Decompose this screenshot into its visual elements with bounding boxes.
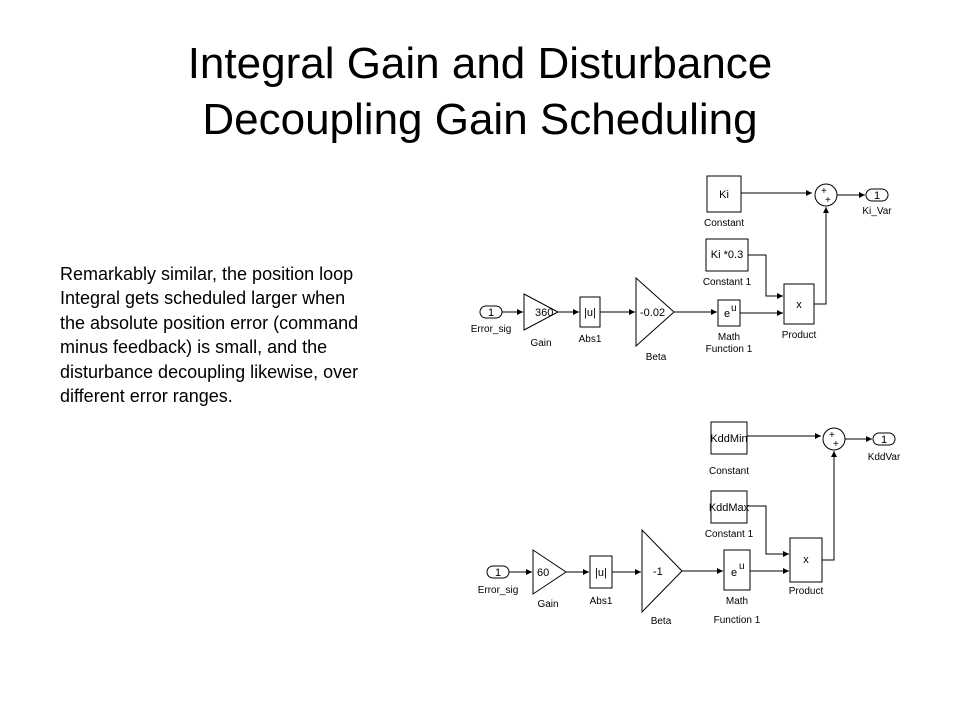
- body-paragraph: Remarkably similar, the position loop In…: [60, 264, 359, 407]
- bottom-math-value: e: [731, 567, 737, 579]
- bottom-gain-block: 60 Gain: [532, 549, 567, 610]
- bottom-abs-value: |u|: [595, 567, 607, 579]
- top-constant-value: Ki: [719, 189, 729, 201]
- bottom-abs-block: |u| Abs1: [589, 555, 613, 607]
- bottom-beta-value: -1: [653, 566, 663, 578]
- top-beta-value: -0.02: [640, 307, 665, 319]
- top-inport: 1 Error_sig: [471, 305, 512, 335]
- top-gain-label: Gain: [530, 338, 551, 349]
- top-beta-label: Beta: [646, 352, 667, 363]
- bottom-sum-block: + +: [822, 427, 846, 451]
- top-constant1-value: Ki *0.3: [711, 249, 743, 261]
- bottom-inport-num: 1: [495, 567, 501, 579]
- top-sum-plus2: +: [825, 195, 831, 206]
- bottom-constant-block: KddMin Constant: [709, 421, 749, 477]
- diagram-bottom: 1 Error_sig 60 Gain |u| Abs1 -1 Beta e: [478, 421, 901, 627]
- top-beta-block: -0.02 Beta: [635, 276, 675, 363]
- bottom-math-label2: Function 1: [714, 615, 761, 626]
- bottom-math-label1: Math: [726, 596, 748, 607]
- top-sum-plus1: +: [821, 186, 827, 197]
- bottom-sum-plus1: +: [829, 430, 835, 441]
- top-outport-label: Ki_Var: [862, 206, 892, 217]
- bottom-beta-label: Beta: [651, 616, 672, 627]
- top-outport-num: 1: [874, 190, 880, 202]
- bottom-gain-label: Gain: [537, 599, 558, 610]
- top-constant1-block: Ki *0.3 Constant 1: [703, 238, 752, 288]
- diagram-top: 1 Error_sig 360 Gain |u| Abs1 -0.02 Beta…: [471, 175, 892, 363]
- bottom-constant-label: Constant: [709, 466, 749, 477]
- top-math-sup: u: [731, 303, 737, 314]
- top-product-block: x Product: [782, 283, 817, 341]
- top-sum-block: + +: [814, 183, 838, 207]
- top-abs-label: Abs1: [579, 334, 602, 345]
- bottom-sum-plus2: +: [833, 439, 839, 450]
- title-line-2: Decoupling Gain Scheduling: [202, 95, 758, 144]
- top-inport-num: 1: [488, 307, 494, 319]
- bottom-beta-block: -1 Beta: [641, 528, 683, 627]
- top-outport: 1 Ki_Var: [862, 188, 892, 217]
- bottom-math-block: e u Math Function 1: [714, 549, 761, 626]
- bottom-product-block: x Product: [789, 537, 824, 597]
- bottom-outport: 1 KddVar: [868, 432, 901, 463]
- bottom-outport-num: 1: [881, 434, 887, 446]
- bottom-inport-label: Error_sig: [478, 585, 519, 596]
- bottom-math-sup: u: [739, 561, 745, 572]
- slide-title: Integral Gain and Disturbance Decoupling…: [0, 36, 960, 148]
- top-abs-value: |u|: [584, 307, 596, 319]
- bottom-product-label: Product: [789, 586, 824, 597]
- bottom-inport: 1 Error_sig: [478, 565, 519, 596]
- top-math-block: e u Math Function 1: [706, 299, 753, 355]
- top-constant1-label: Constant 1: [703, 277, 752, 288]
- top-constant-block: Ki Constant: [704, 175, 744, 229]
- top-gain-value: 360: [535, 307, 553, 319]
- top-inport-label: Error_sig: [471, 324, 512, 335]
- title-line-1: Integral Gain and Disturbance: [187, 39, 773, 88]
- bottom-constant-value: KddMin: [710, 433, 747, 445]
- top-product-label: Product: [782, 330, 817, 341]
- top-product-value: x: [796, 299, 802, 311]
- bottom-outport-label: KddVar: [868, 452, 901, 463]
- top-math-value: e: [724, 308, 730, 320]
- top-abs-block: |u| Abs1: [579, 296, 602, 345]
- bottom-product-value: x: [803, 554, 809, 566]
- bottom-constant1-block: KddMax Constant 1: [705, 490, 754, 540]
- bottom-gain-value: 60: [537, 567, 549, 579]
- top-constant-label: Constant: [704, 218, 744, 229]
- top-gain-block: 360 Gain: [523, 293, 560, 349]
- top-math-label2: Function 1: [706, 344, 753, 355]
- top-math-label1: Math: [718, 332, 740, 343]
- bottom-constant1-value: KddMax: [709, 502, 750, 514]
- bottom-constant1-label: Constant 1: [705, 529, 754, 540]
- bottom-abs-label: Abs1: [590, 596, 613, 607]
